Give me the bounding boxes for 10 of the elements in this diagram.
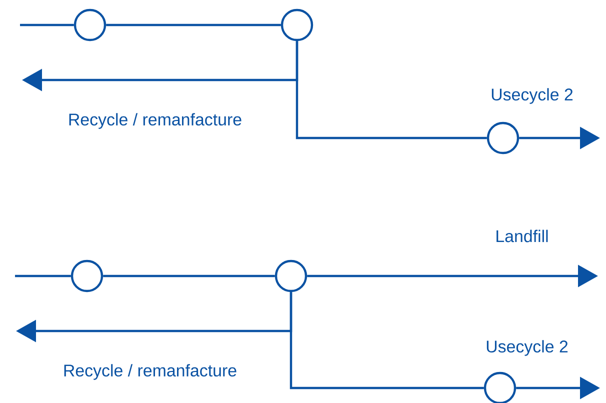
circle-node	[274, 260, 308, 292]
circle-node	[70, 260, 104, 292]
edge-label: Usecycle 2	[490, 87, 574, 105]
edge-label: Landfill	[494, 228, 550, 244]
circle-node	[74, 8, 106, 42]
circle-node	[486, 122, 520, 154]
edge-label: Recycle / remanfacture	[62, 363, 238, 381]
circle-node	[280, 8, 314, 42]
edge-label: Recycle / remanfacture	[66, 112, 244, 130]
edge-label: Usecycle 2	[484, 339, 570, 357]
